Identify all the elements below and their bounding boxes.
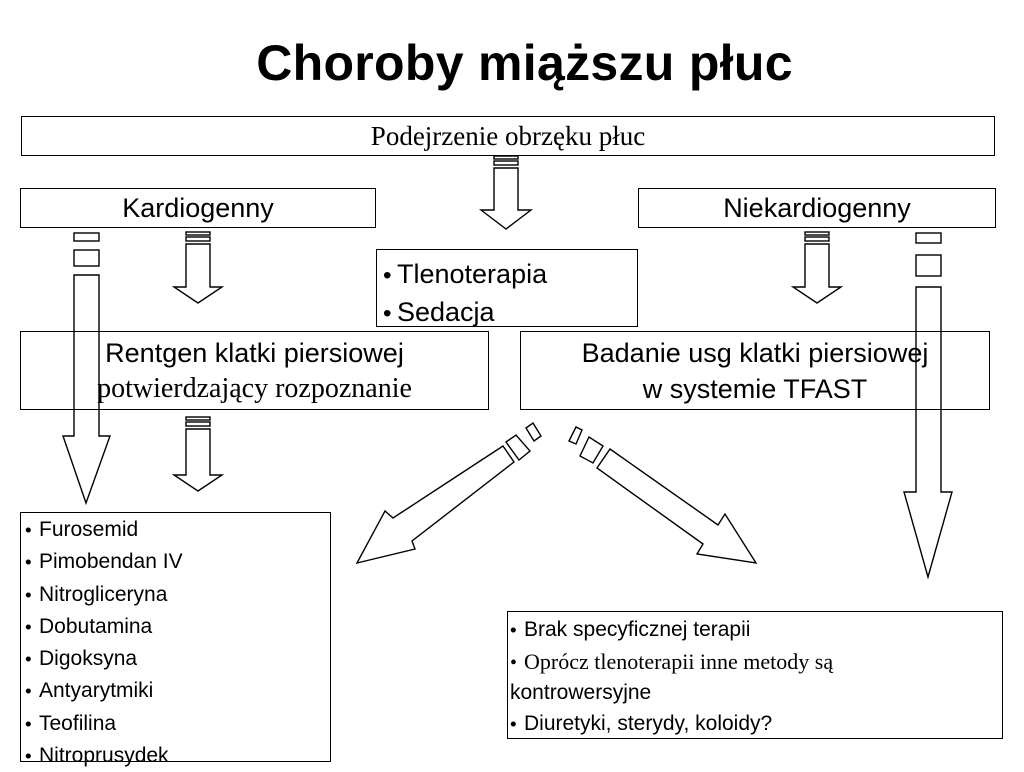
list-item: •Nitrogliceryna	[25, 579, 330, 611]
supportive-therapy-box: •Tlenoterapia •Sedacja	[376, 249, 638, 327]
cardiogenic-box: Kardiogenny	[20, 188, 376, 228]
suspicion-box: Podejrzenie obrzęku płuc	[21, 116, 995, 156]
suspicion-label: Podejrzenie obrzęku płuc	[370, 120, 646, 151]
usg-line1: Badanie usg klatki piersiowej	[581, 337, 929, 368]
noncardiogenic-label: Niekardiogenny	[723, 192, 911, 223]
xray-line2: potwierdzający rozpoznanie	[97, 372, 412, 404]
diagonal-arrow-left	[355, 421, 542, 565]
xray-line1: Rentgen klatki piersiowej	[105, 337, 404, 368]
noncardiogenic-treatment-box: •Brak specyficznej terapii •Oprócz tleno…	[507, 611, 1003, 739]
list-item: •Furosemid	[25, 514, 330, 546]
bullet-icon: •	[25, 552, 32, 574]
list-item: •Nitroprusydek	[25, 740, 330, 772]
list-item: •Oprócz tlenoterapii inne metody są	[510, 647, 1002, 679]
usg-line2: w systemie TFAST	[642, 373, 868, 404]
down-arrow-cardio-to-xray	[171, 231, 225, 304]
list-item-continuation: kontrowersyjne	[510, 681, 652, 704]
xray-box: Rentgen klatki piersiowej potwierdzający…	[20, 331, 489, 410]
list-item: •Tlenoterapia	[383, 256, 637, 294]
diagonal-arrow-right	[568, 426, 758, 564]
list-item: •Digoksyna	[25, 643, 330, 675]
list-item: •Antyarytmiki	[25, 675, 330, 707]
bullet-icon: •	[510, 620, 517, 641]
down-arrow-center	[478, 155, 534, 230]
list-item: •Brak specyficznej terapii	[510, 615, 1002, 647]
bullet-icon: •	[25, 520, 32, 541]
bullet-icon: •	[25, 681, 32, 703]
noncardiogenic-box: Niekardiogenny	[638, 188, 996, 228]
bullet-icon: •	[25, 649, 32, 671]
bullet-icon: •	[25, 616, 32, 638]
down-arrow-xray-to-treatment	[171, 416, 225, 492]
list-item: •Sedacja	[383, 294, 637, 332]
list-item: •Pimobendan IV	[25, 546, 330, 578]
bullet-icon: •	[25, 584, 32, 606]
list-item: •Teofilina	[25, 708, 330, 740]
usg-box: Badanie usg klatki piersiowej w systemie…	[520, 331, 990, 410]
bullet-icon: •	[510, 651, 517, 674]
down-arrow-noncardio-to-usg	[790, 231, 844, 304]
slide-title: Choroby miąższu płuc	[256, 35, 793, 91]
bullet-icon: •	[25, 746, 32, 768]
cardiogenic-treatment-box: •Furosemid •Pimobendan IV •Nitrogliceryn…	[20, 512, 331, 767]
bullet-icon: •	[510, 713, 517, 735]
cardiogenic-label: Kardiogenny	[122, 192, 274, 223]
bullet-icon: •	[25, 713, 32, 735]
bullet-icon: •	[383, 262, 392, 289]
list-item: •Diuretyki, sterydy, koloidy?	[510, 709, 1002, 741]
bullet-icon: •	[383, 300, 392, 327]
list-item: •Dobutamina	[25, 611, 330, 643]
